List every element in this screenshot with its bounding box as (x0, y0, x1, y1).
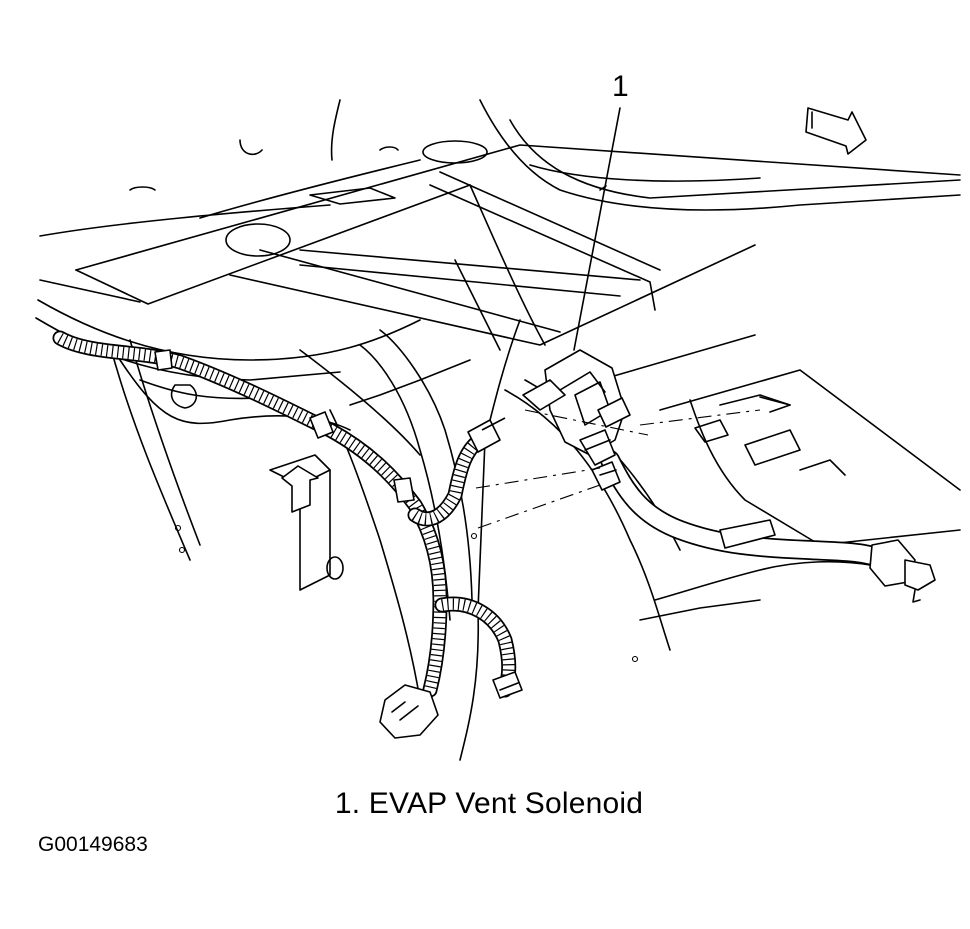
evap-vent-solenoid (522, 349, 936, 603)
figure-id: G00149683 (38, 833, 148, 856)
diagram-caption: 1. EVAP Vent Solenoid (334, 787, 644, 820)
wiring-harness (52, 330, 523, 739)
mounting-lines (475, 409, 761, 529)
callout-number: 1 (612, 70, 629, 103)
up-direction-arrow-icon (281, 465, 319, 513)
forward-direction-arrow-icon (805, 107, 867, 155)
floor-pan-structure (35, 99, 961, 761)
vehicle-underbody-diagram (35, 99, 961, 761)
callout-leader-line (573, 107, 621, 351)
